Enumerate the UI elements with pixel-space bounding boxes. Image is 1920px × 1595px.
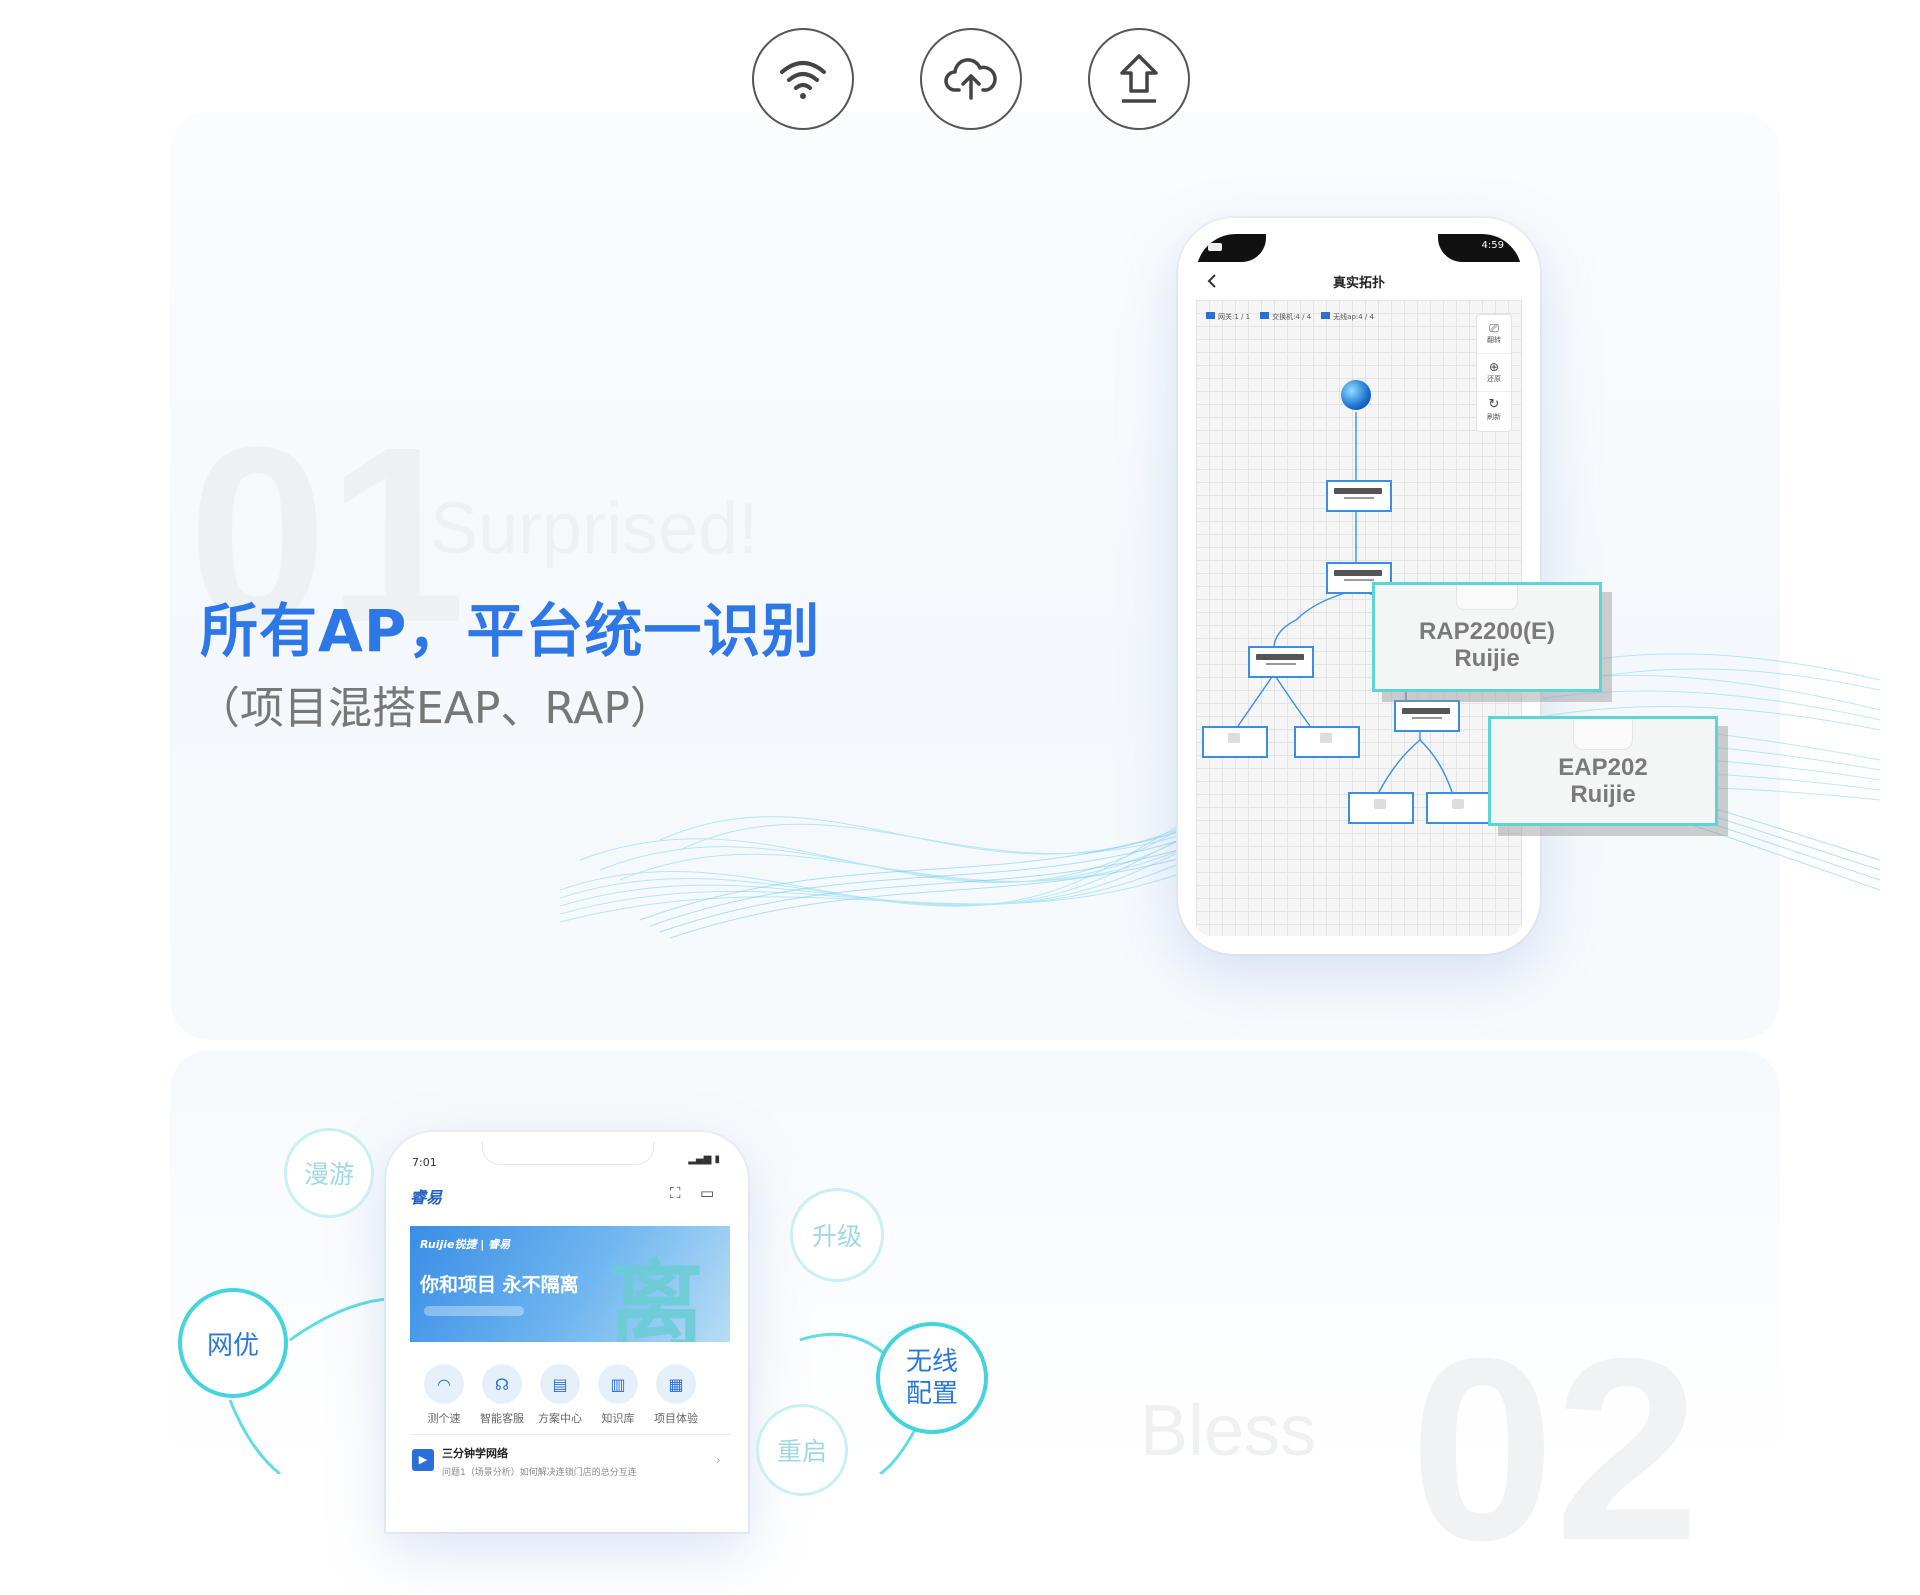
- status-time: 4:59: [1481, 240, 1504, 251]
- callout-model: RAP2200(E): [1418, 618, 1556, 645]
- device-callout-eap: EAP202 Ruijie: [1488, 716, 1718, 826]
- menu-experience[interactable]: ▦ 项目体验: [646, 1364, 706, 1426]
- chevron-right-icon: ›: [716, 1453, 721, 1467]
- section1-headline: 所有AP，平台统一识别: [200, 597, 821, 665]
- ap-node[interactable]: [1348, 792, 1414, 824]
- bubble-wireless-config-label: 无线配置: [905, 1347, 958, 1409]
- banner-brand: Ruijie锐捷 | 睿易: [420, 1238, 511, 1251]
- tool-refresh[interactable]: ↻ 刷新: [1477, 391, 1511, 431]
- upload-icon[interactable]: [1088, 28, 1190, 130]
- page-title: 真实拓扑: [1332, 276, 1385, 291]
- promo-banner[interactable]: Ruijie锐捷 | 睿易 你和项目 永不隔离 离: [410, 1226, 730, 1342]
- callout-brand: Ruijie: [1570, 781, 1636, 808]
- section2-deco-number: 02: [1410, 1305, 1700, 1595]
- legend-switch: 交换机:4 / 4: [1260, 312, 1311, 322]
- article-title: 三分钟学网络: [442, 1447, 508, 1460]
- switch-node-right[interactable]: [1394, 700, 1460, 732]
- device-image: [1456, 585, 1518, 610]
- banner-title: 你和项目 永不隔离: [420, 1274, 579, 1296]
- notch: [482, 1142, 654, 1165]
- article-subtitle: 问题1（场景分析）如何解决连锁门店的总分互连: [442, 1468, 637, 1478]
- device-image: [1573, 719, 1633, 750]
- switch-node-left[interactable]: [1248, 646, 1314, 678]
- bubble-roaming[interactable]: 漫游: [284, 1128, 374, 1218]
- tool-flip[interactable]: ⎚ 翻转: [1477, 315, 1511, 353]
- document-icon: ▤: [540, 1364, 580, 1404]
- target-icon: ⊕: [1488, 360, 1500, 374]
- menu-support[interactable]: ☊ 智能客服: [472, 1364, 532, 1426]
- legend-gateway: 网关:1 / 1: [1206, 312, 1250, 322]
- scan-icon[interactable]: ⛶: [670, 1184, 681, 1202]
- bubble-wireless-config[interactable]: 无线配置: [876, 1322, 988, 1434]
- app-logo: 睿易: [410, 1188, 443, 1207]
- app-screen: 7:01 ▂▄▆ ▮ 睿易 ⛶ ▭ Ruijie锐捷 | 睿易 你和项目 永不隔…: [404, 1142, 730, 1532]
- refresh-icon: ↻: [1488, 397, 1500, 412]
- device-callout-rap: RAP2200(E) Ruijie: [1372, 582, 1602, 692]
- back-icon[interactable]: [1206, 274, 1218, 288]
- section1-subline: （项目混搭EAP、RAP）: [196, 683, 674, 734]
- topology-toolbar: ⎚ 翻转 ⊕ 还原 ↻ 刷新: [1476, 314, 1512, 432]
- bubble-optimize[interactable]: 网优: [178, 1288, 288, 1398]
- app-phone: 7:01 ▂▄▆ ▮ 睿易 ⛶ ▭ Ruijie锐捷 | 睿易 你和项目 永不隔…: [386, 1132, 748, 1532]
- signal-icon: ▂▄▆ ▮: [688, 1154, 720, 1165]
- battery-icon: [1208, 243, 1222, 251]
- video-icon: ▶: [412, 1449, 434, 1471]
- list-icon: ▦: [656, 1364, 696, 1404]
- book-icon: ▥: [598, 1364, 638, 1404]
- gateway-node[interactable]: [1326, 480, 1392, 512]
- bubble-restart[interactable]: 重启: [756, 1404, 848, 1496]
- tool-reset[interactable]: ⊕ 还原: [1477, 353, 1511, 391]
- legend-ap: 无线ap:4 / 4: [1321, 312, 1374, 322]
- ap-node[interactable]: [1294, 726, 1360, 758]
- wifi-icon: ◠: [424, 1364, 464, 1404]
- section1-deco-word: Surprised!: [430, 489, 759, 569]
- headset-icon: ☊: [482, 1364, 522, 1404]
- callout-model: EAP202: [1558, 754, 1648, 781]
- internet-globe-icon: [1341, 380, 1371, 410]
- menu-speed-test[interactable]: ◠ 测个速: [414, 1364, 474, 1426]
- status-bar: 4:59: [1196, 234, 1522, 262]
- banner-big-char: 离: [608, 1250, 704, 1342]
- ap-node[interactable]: [1426, 792, 1492, 824]
- bubble-upgrade[interactable]: 升级: [790, 1188, 884, 1282]
- nav-bar: 真实拓扑: [1196, 262, 1522, 300]
- section2-deco-word: Bless: [1140, 1391, 1317, 1471]
- wifi-icon[interactable]: [752, 28, 854, 130]
- flip-icon: ⎚: [1489, 321, 1499, 335]
- ap-node[interactable]: [1202, 726, 1268, 758]
- callout-brand: Ruijie: [1454, 645, 1520, 672]
- article-row[interactable]: ▶ 三分钟学网络 问题1（场景分析）如何解决连锁门店的总分互连 ›: [410, 1434, 730, 1495]
- section1-deco-number: 01: [188, 395, 467, 674]
- banner-sub-pill: [424, 1306, 524, 1316]
- menu-solutions[interactable]: ▤ 方案中心: [530, 1364, 590, 1426]
- menu-knowledge[interactable]: ▥ 知识库: [588, 1364, 648, 1426]
- message-icon[interactable]: ▭: [700, 1184, 715, 1202]
- topology-legend: 网关:1 / 1 交换机:4 / 4 无线ap:4 / 4: [1206, 312, 1374, 322]
- cloud-upload-icon[interactable]: [920, 28, 1022, 130]
- status-time: 7:01: [412, 1156, 437, 1169]
